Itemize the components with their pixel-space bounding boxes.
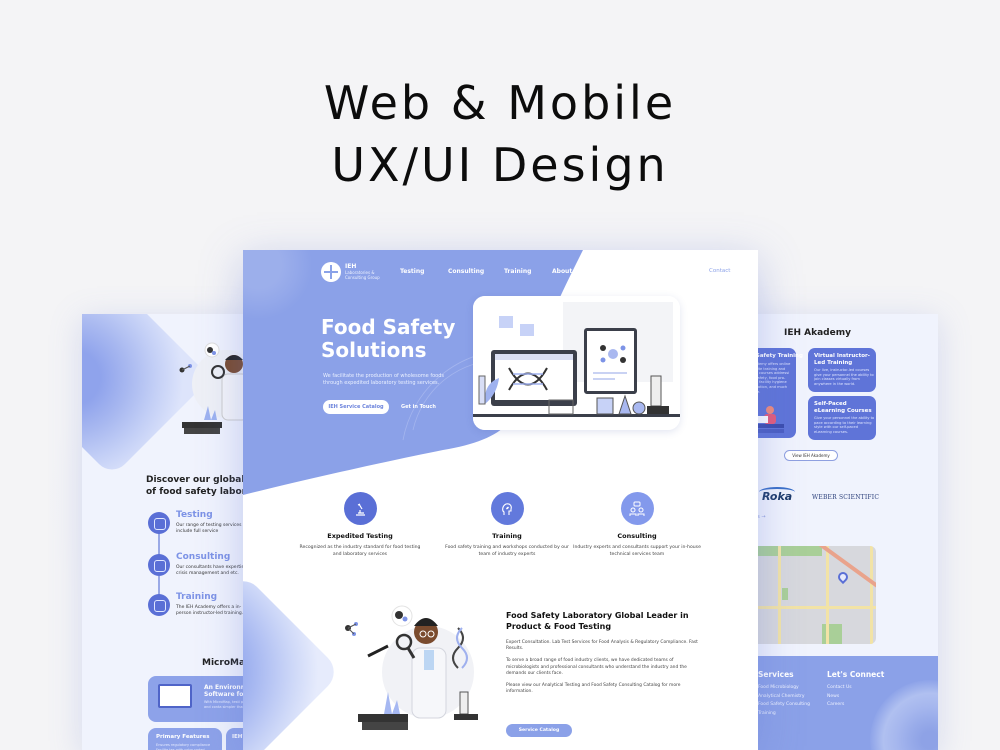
footer-link[interactable]: News — [827, 693, 840, 699]
desktop-mockup: IEH Laboratories & Consulting Group Test… — [243, 250, 758, 750]
about-paragraph-3: Please view our Analytical Testing and F… — [506, 683, 681, 695]
hero-image — [473, 296, 680, 430]
akademy-title: IEH Akademy — [784, 328, 851, 338]
micromap-title: MicroMap — [202, 658, 252, 668]
nav-training[interactable]: Training — [504, 268, 532, 275]
headline-line-1: Web & Mobile — [323, 76, 677, 130]
headline: Web & Mobile UX/UI Design — [0, 72, 1000, 196]
footer-link[interactable]: Food Microbiology — [758, 685, 799, 690]
service-training[interactable]: Training Food safety training and worksh… — [442, 492, 572, 559]
service-consulting[interactable]: Consulting Industry experts and consulta… — [572, 492, 702, 559]
micromap-card[interactable]: An Environmen Software for Fo With Micro… — [148, 676, 252, 722]
about-paragraph-1: Expert Consultation. Lab Test Services f… — [506, 640, 698, 652]
nav-consulting[interactable]: Consulting — [448, 268, 485, 275]
akademy-card-self-paced[interactable]: Self-Paced eLearning Courses Give your p… — [808, 396, 876, 440]
timeline-item-training[interactable]: Training The IEH Academy offers a in-per… — [148, 592, 252, 624]
service-expedited-testing[interactable]: Expedited Testing Recognized as the indu… — [295, 492, 425, 559]
consulting-icon — [148, 554, 170, 576]
hero-title: Food Safety Solutions — [321, 315, 456, 362]
lab-illustration-icon — [473, 296, 680, 430]
hero-subtitle: We facilitate the production of wholesom… — [323, 373, 444, 386]
testing-icon — [148, 512, 170, 534]
head-leaf-icon — [490, 492, 524, 525]
headline-line-2: UX/UI Design — [331, 138, 669, 192]
scientist-illustration-icon — [179, 342, 252, 434]
left-mobile-mockup: Discover our global netv of food safety … — [82, 314, 252, 750]
nav-about[interactable]: About — [552, 268, 573, 275]
consulting-people-icon — [620, 492, 654, 525]
timeline-item-testing[interactable]: Testing Our range of testing services in… — [148, 510, 252, 542]
ieh-service-catalog-button[interactable]: IEH Service Catalog — [323, 400, 389, 414]
right-mobile-mockup: IEH Akademy d Safety Training Akademy of… — [750, 314, 938, 750]
location-map[interactable] — [752, 546, 876, 644]
footer-link[interactable]: Careers — [827, 702, 845, 707]
training-icon — [148, 594, 170, 616]
timeline-connector — [158, 576, 160, 600]
footer-services: Services Food Microbiology Analytical Ch… — [758, 670, 810, 718]
footer: Services Food Microbiology Analytical Ch… — [750, 656, 938, 750]
footer-link[interactable]: Analytical Chemistry — [758, 693, 805, 699]
logo-text: IEH Laboratories & Consulting Group — [345, 263, 380, 280]
student-laptop-icon — [754, 406, 784, 433]
akademy-card-virtual[interactable]: Virtual Instructor-Led Training Our live… — [808, 348, 876, 392]
decorative-ring-shape — [243, 573, 342, 750]
scientist-illustration-icon — [345, 605, 478, 730]
footer-link[interactable]: Food Safety Consulting — [758, 702, 810, 707]
about-paragraph-2: To serve a broad range of food industry … — [506, 658, 687, 676]
partners-link[interactable]: ers → — [752, 514, 766, 520]
ieh-logo-icon[interactable] — [321, 262, 341, 282]
get-in-touch-button[interactable]: Get in Touch — [401, 404, 436, 410]
view-akademy-button[interactable]: View IEH Akademy — [784, 450, 838, 461]
timeline-item-consulting[interactable]: Consulting Our consultants have expertis… — [148, 552, 252, 584]
service-catalog-button[interactable]: Service Catalog — [506, 724, 572, 737]
microscope-icon — [343, 492, 377, 525]
discover-title: Discover our global netv of food safety … — [146, 475, 252, 497]
roka-logo: Roka — [758, 487, 796, 503]
primary-features-card[interactable]: Primary Features Ensures regulatory comp… — [148, 728, 222, 750]
footer-connect: Let's Connect Contact Us News Careers — [827, 670, 884, 710]
timeline-connector — [158, 532, 160, 556]
footer-link[interactable]: Contact Us — [827, 685, 852, 690]
nav-testing[interactable]: Testing — [400, 268, 425, 275]
about-title: Food Safety Laboratory Global Leader in … — [506, 611, 689, 631]
top-nav: IEH Laboratories & Consulting Group Test… — [243, 250, 758, 294]
nav-contact[interactable]: Contact — [709, 268, 731, 274]
about-section: Food Safety Laboratory Global Leader in … — [506, 610, 706, 701]
weber-logo: WEBER SCIENTIFIC — [812, 494, 880, 501]
monitor-icon — [158, 684, 192, 708]
map-pin-icon — [835, 569, 851, 585]
footer-link[interactable]: Training — [758, 710, 776, 716]
